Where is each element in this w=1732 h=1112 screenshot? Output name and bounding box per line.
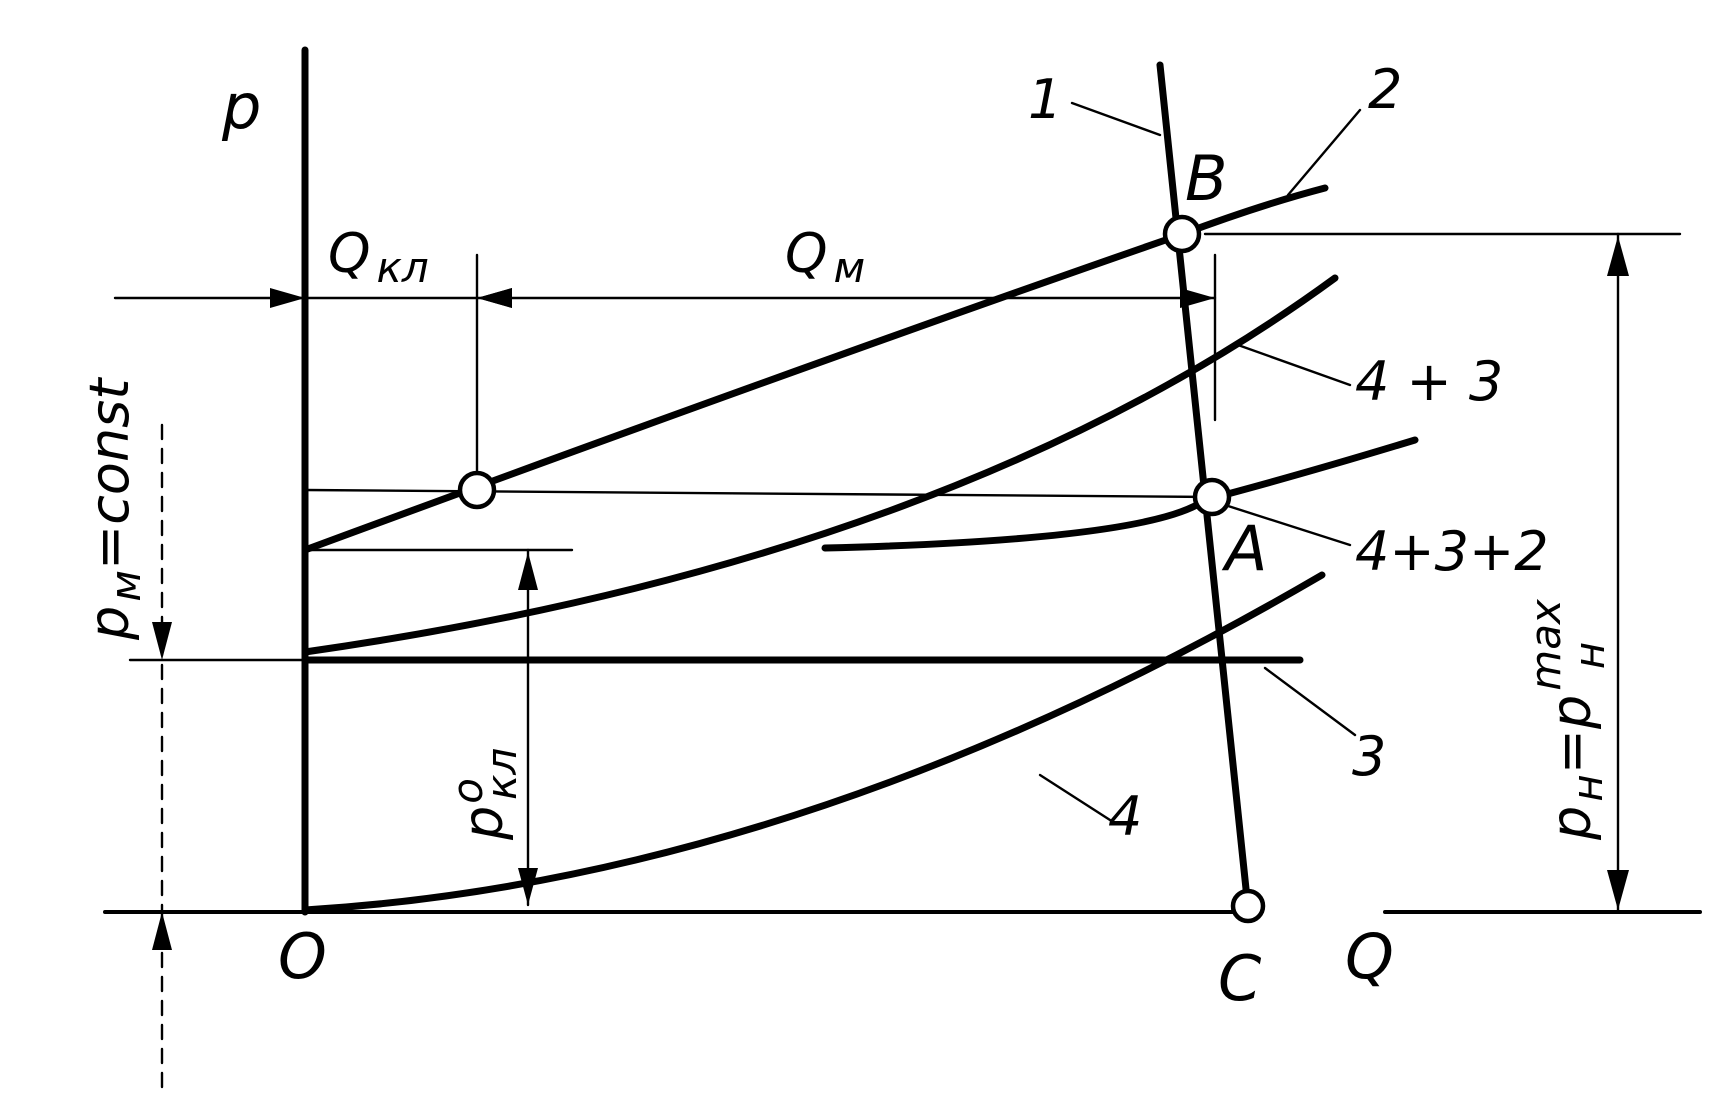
arrow-pm-down [152,622,172,660]
label-curve-4-3: 4 + 3 [1355,350,1503,413]
label-curve-1: 1 [1028,68,1062,131]
label-q-m-sub: м [834,243,866,292]
label-p-n-sub: н [1563,774,1612,801]
label-origin: O [278,920,327,993]
label-p-m-const: pм=const [78,377,150,641]
label-p-kl-sub: кл [477,748,526,800]
curve-2 [301,184,1329,554]
leader-curve-1 [1070,101,1162,137]
label-p-kl-sup: o [443,778,492,804]
label-p-n-max: max [1521,598,1570,691]
arrow-pkl-top [518,552,538,590]
label-p-kl: poкл [443,748,526,841]
leader-line-3 [1263,666,1357,737]
label-p-n-main: p [1540,806,1603,841]
leader-curve-4 [1038,773,1112,822]
arrow-pn-bottom [1607,870,1629,910]
label-curve-2: 2 [1368,58,1402,121]
label-line-3: 3 [1352,725,1386,788]
label-p-kl-main: p [452,806,515,841]
label-point-a: A [1221,512,1267,585]
arrow-pm-up [152,912,172,950]
arrow-qm-right [1180,288,1215,308]
point-b-marker [1162,214,1202,254]
label-p-n-eq: =p [1540,695,1603,775]
label-p-m-main: p [78,606,141,641]
label-p-n: pн=pmaxн [1521,598,1614,841]
arrow-pn-top [1607,236,1629,276]
curve-4-3 [301,274,1339,656]
label-curve-4: 4 [1108,785,1142,848]
point-qkl-marker [457,470,497,510]
point-a-marker [1192,477,1232,517]
guide-a-horizontal [303,488,1217,499]
label-curve-4-3-2: 4+3+2 [1355,520,1549,583]
label-q-kl-sub: кл [377,243,429,292]
label-point-b: B [1185,142,1228,215]
label-p-m-sub: м [101,570,150,602]
label-q-m-main: Q [785,222,828,285]
label-axis-p: p [221,70,261,143]
leader-curve-2 [1286,108,1362,197]
arrow-qm-left [477,288,512,308]
label-p-n-max-sub: н [1565,642,1614,669]
label-point-c: C [1218,942,1262,1015]
label-q-kl-main: Q [328,222,371,285]
label-p-m-rest: =const [78,377,141,570]
label-axis-q: Q [1345,920,1394,993]
arrow-pkl-bottom [518,868,538,905]
leader-curve-4-3 [1236,343,1352,387]
leader-curve-4-3-2 [1223,503,1352,547]
point-c-marker [1230,888,1266,924]
arrow-qkl-right [270,288,305,308]
